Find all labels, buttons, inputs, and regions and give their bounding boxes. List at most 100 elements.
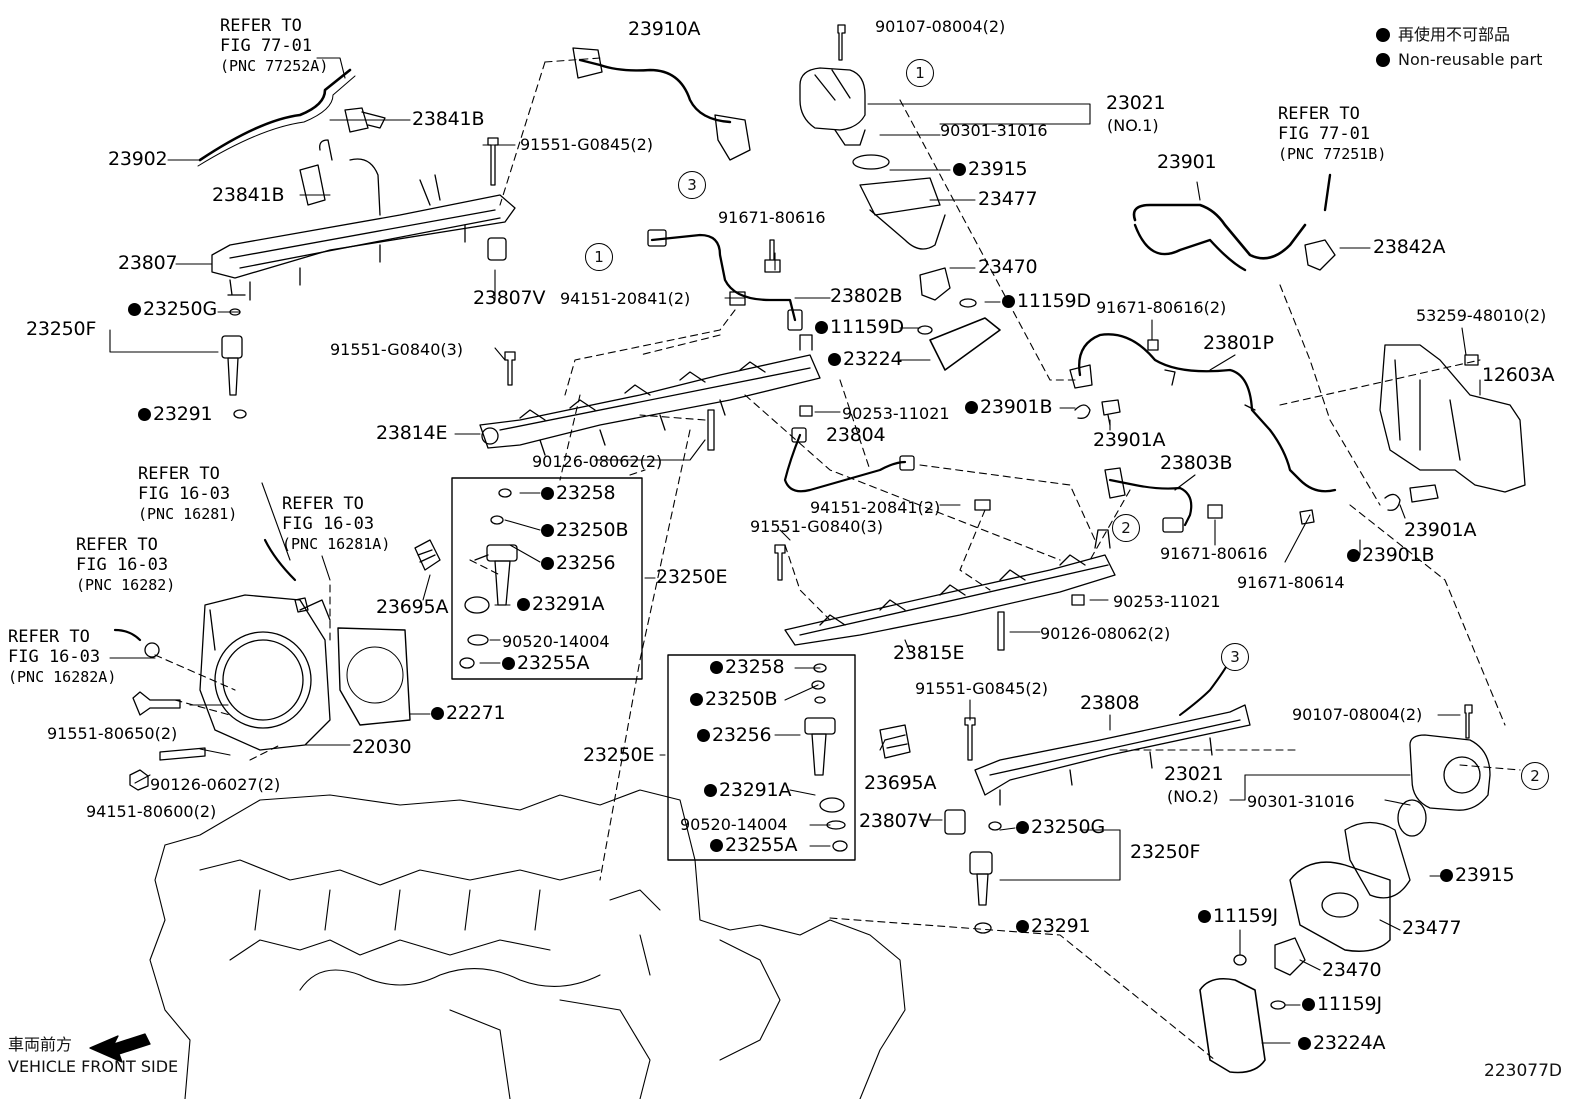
label-90253-mid: 90253-11021 bbox=[1113, 592, 1221, 611]
label-23291a-top: 23291A bbox=[517, 595, 604, 614]
pipe-23803b bbox=[1108, 478, 1193, 527]
label-no2: (NO.2) bbox=[1167, 787, 1219, 806]
hose-77251b bbox=[1323, 173, 1332, 212]
label-23815e: 23815E bbox=[893, 642, 965, 664]
gasket-22271 bbox=[337, 627, 411, 726]
fitting bbox=[319, 139, 333, 161]
nut-94151-80600 bbox=[129, 769, 149, 791]
label-23841b-b: 23841B bbox=[212, 184, 285, 206]
label-91671-80616-2: 91671-80616(2) bbox=[1096, 298, 1227, 317]
oring-23915-upper bbox=[852, 154, 890, 170]
spacer-23807v-upper bbox=[487, 237, 507, 261]
label-91671-80616-top: 91671-80616 bbox=[718, 208, 826, 227]
label-11159j-b: 11159J bbox=[1302, 995, 1382, 1014]
callout-1-pipe: 1 bbox=[585, 243, 613, 271]
stud-90126-06027 bbox=[159, 747, 206, 761]
pipe-23801p-end bbox=[1069, 364, 1093, 389]
oring-23915-lower bbox=[1344, 821, 1411, 899]
label-23250e-top: 23250E bbox=[656, 566, 728, 588]
label-23808: 23808 bbox=[1080, 692, 1140, 714]
label-23802b: 23802B bbox=[830, 285, 903, 307]
label-23807: 23807 bbox=[118, 252, 178, 274]
label-91551-g0845-top: 91551-G0845(2) bbox=[520, 135, 654, 154]
label-90253-top: 90253-11021 bbox=[842, 404, 950, 423]
hose-23902-edge bbox=[197, 75, 356, 167]
clamp-23901b-b bbox=[1384, 493, 1401, 511]
bolt-91551-g0840-mid bbox=[774, 544, 786, 581]
pipe-23804 bbox=[783, 433, 907, 493]
pipe-23910a-end bbox=[572, 47, 603, 79]
label-94151-20841-top: 94151-20841(2) bbox=[560, 289, 691, 308]
label-23807v-b: 23807V bbox=[859, 810, 932, 832]
label-23901b-b: 23901B bbox=[1347, 546, 1434, 565]
label-23291-top: 23291 bbox=[138, 405, 213, 424]
label-23901a-b: 23901A bbox=[1404, 519, 1477, 541]
legend-item-en: Non-reusable part bbox=[1376, 47, 1542, 72]
label-23477-top: 23477 bbox=[978, 188, 1038, 210]
clip-16281a bbox=[294, 597, 309, 613]
label-91551-g0840-mid: 91551-G0840(3) bbox=[750, 517, 884, 536]
label-90301-b: 90301-31016 bbox=[1247, 792, 1355, 811]
lifter-23470-lower bbox=[1274, 937, 1306, 976]
injector-23250f-lower bbox=[969, 851, 993, 934]
injector-kit-lower-parts bbox=[804, 663, 848, 852]
label-91671-80616-mid: 91671-80616 bbox=[1160, 544, 1268, 563]
label-23910a: 23910A bbox=[628, 18, 701, 40]
bolt-91671-80614 bbox=[1299, 509, 1315, 525]
union-23901a-a bbox=[1101, 399, 1121, 426]
label-23021-no1: 23021 bbox=[1106, 92, 1166, 114]
hose-23901-loop bbox=[1133, 223, 1247, 272]
hose-16281 bbox=[263, 538, 297, 582]
oring-11159d-b bbox=[917, 325, 933, 335]
hose-23901 bbox=[1132, 203, 1307, 260]
label-23250b-b: 23250B bbox=[690, 690, 777, 709]
label-23695a-b: 23695A bbox=[864, 772, 937, 794]
label-23915-top: 23915 bbox=[953, 160, 1028, 179]
label-23801p: 23801P bbox=[1203, 332, 1274, 354]
label-23250e-b: 23250E bbox=[583, 744, 655, 766]
label-90520-top: 90520-14004 bbox=[502, 632, 610, 651]
fuel-rail-upper-left bbox=[211, 158, 516, 301]
clamp-23901b-a bbox=[1074, 404, 1091, 419]
nut-94151-20841-top bbox=[729, 291, 746, 306]
oring-11159d-a bbox=[959, 298, 977, 308]
label-23291a-b: 23291A bbox=[704, 781, 791, 800]
label-23470-top: 23470 bbox=[978, 256, 1038, 278]
callout-3-top: 3 bbox=[678, 171, 706, 199]
oring-11159j-a bbox=[1233, 954, 1247, 966]
injector-kit-box-upper bbox=[451, 477, 643, 680]
label-90301-top: 90301-31016 bbox=[940, 121, 1048, 140]
label-90126-08062-top: 90126-08062(2) bbox=[532, 452, 663, 471]
label-23291-b: 23291 bbox=[1016, 917, 1091, 936]
pipe-23801p bbox=[1078, 333, 1337, 493]
label-23224a: 23224A bbox=[1298, 1034, 1385, 1053]
oring-11159j-b bbox=[1270, 1000, 1286, 1010]
label-23250b-top: 23250B bbox=[541, 521, 628, 540]
label-23841b-a: 23841B bbox=[412, 108, 485, 130]
lifter-23470-upper bbox=[919, 267, 951, 301]
flange-23477 bbox=[869, 209, 946, 250]
pipe-23910a-bracket bbox=[714, 114, 751, 161]
hose-16282 bbox=[113, 628, 142, 642]
label-no1: (NO.1) bbox=[1107, 116, 1159, 135]
hose-23902 bbox=[198, 68, 352, 162]
guide-lines bbox=[154, 57, 1521, 1061]
delivery-pipe-23815e bbox=[784, 529, 1116, 646]
stud-90126-08062-mid bbox=[997, 611, 1005, 651]
label-23250g-b: 23250G bbox=[1016, 818, 1105, 837]
label-22030: 22030 bbox=[352, 736, 412, 758]
pipe-23803b-end-b bbox=[1162, 517, 1184, 533]
legend-item-jp: 再使用不可部品 bbox=[1376, 22, 1542, 47]
label-11159d-b: 11159D bbox=[815, 318, 904, 337]
label-11159d-a: 11159D bbox=[1002, 292, 1091, 311]
injector-23250f-upper bbox=[221, 308, 247, 419]
label-94151-20841-mid: 94151-20841(2) bbox=[810, 498, 941, 517]
ring-23250g-lower bbox=[988, 821, 1002, 831]
pipe-23802b-end bbox=[787, 309, 803, 331]
injector-kit-box-lower bbox=[667, 654, 856, 861]
nut-94151-20841-mid bbox=[974, 499, 991, 511]
label-90107-top: 90107-08004(2) bbox=[875, 17, 1006, 36]
label-23256-top: 23256 bbox=[541, 554, 616, 573]
label-22271: 22271 bbox=[431, 704, 506, 723]
